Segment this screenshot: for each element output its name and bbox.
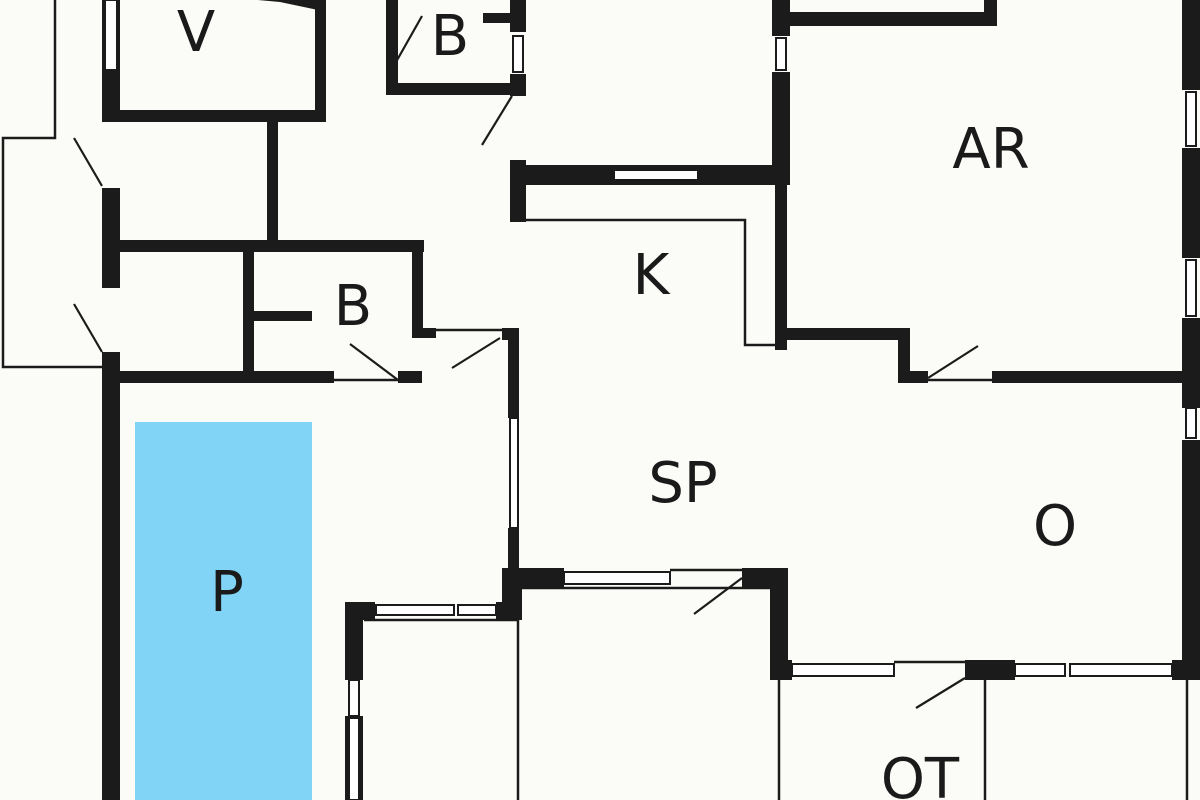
- room-label-ot: OT: [881, 747, 960, 800]
- pool: [135, 422, 312, 800]
- entry-outline: [1, 0, 105, 369]
- room-label-v: V: [177, 0, 215, 65]
- room-label-b1: B: [431, 4, 469, 69]
- room-labels: V B AR K B SP O P OT: [177, 0, 1077, 800]
- room-label-b2: B: [334, 274, 372, 339]
- room-label-p: P: [210, 560, 244, 625]
- room-label-o: O: [1033, 494, 1077, 559]
- windows: [104, 0, 1197, 800]
- room-label-sp: SP: [648, 451, 717, 516]
- kitchen-counter-outline: [520, 218, 780, 347]
- room-label-ar: AR: [952, 117, 1029, 182]
- walls: [102, 0, 1200, 800]
- room-label-k: K: [633, 243, 671, 308]
- doors: [73, 15, 992, 709]
